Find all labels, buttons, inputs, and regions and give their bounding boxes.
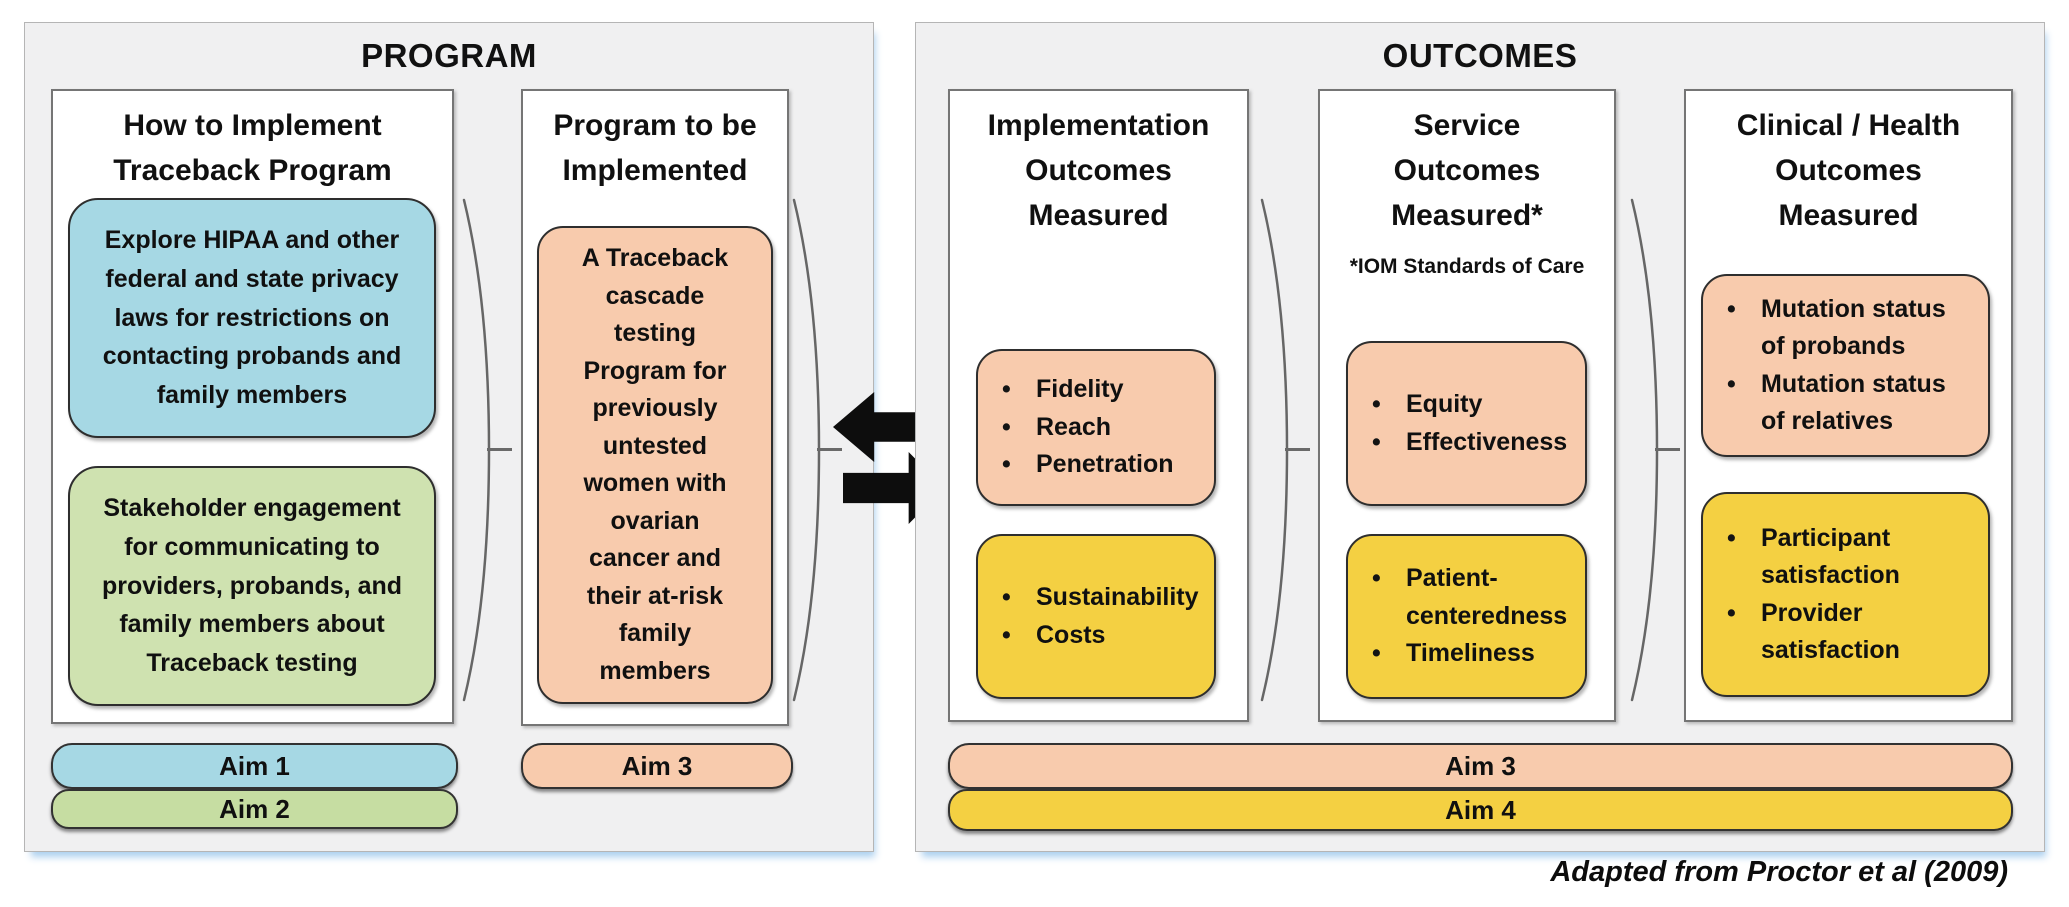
stakeholder-engagement-text: Stakeholder engagement for communicating… [101, 494, 403, 678]
bullet-item: • Fidelity [1002, 371, 1204, 409]
outcomes-panel-title: OUTCOMES [1382, 37, 1578, 74]
column-clinical-outcomes: Clinical / Health Outcomes Measured • Mut… [1684, 89, 2013, 722]
iom-note: *IOM Standards of Care [1349, 255, 1585, 278]
attribution-text: Adapted from Proctor et al (2009) [1550, 856, 2008, 888]
connector-dash [1285, 448, 1310, 451]
bullet-item: • Participant satisfaction [1727, 520, 1978, 595]
connector-dash [817, 448, 842, 451]
implementation-peach-box: • Fidelity • Reach • Penetration [976, 349, 1216, 506]
bullet-item: • Patient- centeredness [1372, 560, 1575, 635]
column-heading: Service Outcomes Measured* [1391, 109, 1543, 232]
program-aim3-pill: Aim 3 [521, 743, 793, 789]
program-panel: PROGRAM How to Implement Traceback Progr… [24, 22, 874, 852]
stakeholder-engagement-box: Stakeholder engagement for communicating… [68, 466, 436, 706]
column-implementation-outcomes: Implementation Outcomes Measured • Fideli… [948, 89, 1249, 722]
column-service-outcomes: Service Outcomes Measured* *IOM Standard… [1318, 89, 1616, 722]
bullet-text: Penetration [1036, 450, 1174, 479]
bullet-text: Costs [1036, 620, 1106, 649]
bullet-dot-icon: • [1002, 450, 1011, 479]
column-heading: Implementation Outcomes Measured [987, 109, 1210, 232]
bullet-item: • Equity [1372, 386, 1575, 424]
outcomes-panel: OUTCOMES Implementation Outcomes Measure… [915, 22, 2045, 852]
bullet-dot-icon: • [1727, 294, 1736, 323]
bullet-dot-icon: • [1372, 639, 1381, 668]
clinical-yellow-box: • Participant satisfaction • Provider satis… [1701, 492, 1990, 697]
connector-dash [487, 448, 512, 451]
bullet-dot-icon: • [1727, 369, 1736, 398]
bullet-item: • Reach [1002, 409, 1204, 447]
bullet-text: Fidelity [1036, 375, 1124, 404]
bullet-text: Participant satisfaction [1761, 523, 1900, 590]
bullet-item: • Provider satisfaction [1727, 595, 1978, 670]
bullet-text: Effectiveness [1406, 427, 1568, 456]
service-yellow-box: • Patient- centeredness • Timeliness [1346, 534, 1587, 699]
bullet-dot-icon: • [1002, 412, 1011, 441]
column-heading: How to Implement Traceback Program [113, 109, 392, 187]
bullet-text: Mutation status of probands [1761, 294, 1946, 361]
bullet-text: Provider satisfaction [1761, 598, 1900, 665]
bullet-text: Reach [1036, 412, 1112, 441]
hipaa-privacy-text: Explore HIPAA and other federal and stat… [102, 226, 402, 410]
traceback-program-box: A Traceback cascade testing Program for … [537, 226, 773, 704]
bullet-item: • Mutation status of relatives [1727, 366, 1978, 441]
bullet-text: Patient- centeredness [1406, 564, 1568, 630]
clinical-peach-box: • Mutation status of probands • Mutation st… [1701, 274, 1990, 457]
bullet-item: • Penetration [1002, 446, 1204, 484]
bullet-item: • Mutation status of probands [1727, 291, 1978, 366]
aim4-pill: Aim 4 [948, 789, 2013, 831]
bullet-text: Equity [1406, 390, 1483, 418]
bullet-dot-icon: • [1002, 375, 1011, 404]
bullet-item: • Sustainability [1002, 579, 1204, 617]
aim1-pill: Aim 1 [51, 743, 458, 789]
implementation-yellow-box: • Sustainability • Costs [976, 534, 1216, 699]
service-peach-box: • Equity • Effectiveness [1346, 341, 1587, 506]
bullet-text: Sustainability [1036, 583, 1199, 611]
program-panel-title: PROGRAM [361, 37, 537, 74]
bullet-dot-icon: • [1372, 390, 1381, 418]
traceback-program-text: A Traceback cascade testing Program for … [581, 244, 729, 685]
column-heading: Clinical / Health Outcomes Measured [1736, 109, 1961, 232]
column-how-to-implement: How to Implement Traceback Program Explo… [51, 89, 454, 724]
connector-dash [1655, 448, 1680, 451]
bullet-item: • Timeliness [1372, 635, 1575, 673]
column-heading: Program to be Implemented [553, 109, 757, 187]
bullet-item: • Costs [1002, 617, 1204, 655]
hipaa-privacy-box: Explore HIPAA and other federal and stat… [68, 198, 436, 438]
bullet-text: Timeliness [1406, 639, 1535, 668]
column-program-implemented: Program to be Implemented A Traceback ca… [521, 89, 789, 726]
bullet-dot-icon: • [1372, 427, 1381, 456]
bullet-dot-icon: • [1002, 620, 1011, 649]
bullet-dot-icon: • [1727, 523, 1736, 552]
bullet-text: Mutation status of relatives [1761, 369, 1946, 436]
aim2-pill: Aim 2 [51, 789, 458, 829]
outcomes-aim3-pill: Aim 3 [948, 743, 2013, 789]
bullet-dot-icon: • [1727, 598, 1736, 627]
bullet-dot-icon: • [1002, 583, 1011, 611]
bullet-item: • Effectiveness [1372, 424, 1575, 462]
bullet-dot-icon: • [1372, 564, 1381, 593]
